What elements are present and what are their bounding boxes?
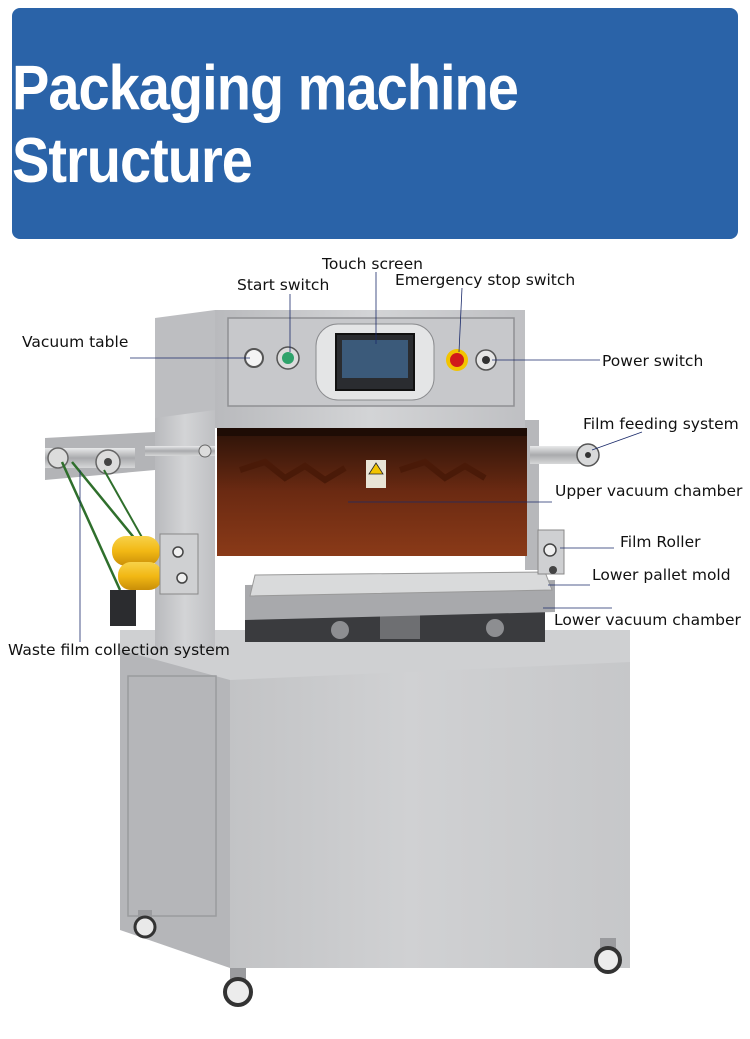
base-cabinet: [120, 630, 630, 968]
label-touch-screen: Touch screen: [322, 255, 423, 273]
film-feeding-system: [530, 443, 600, 467]
waste-film-collection-system: [45, 432, 215, 626]
label-vacuum-table: Vacuum table: [22, 333, 129, 351]
power-switch: [475, 349, 497, 371]
upper-vacuum-chamber: [217, 428, 527, 556]
touch-screen: [335, 333, 415, 391]
label-lower-vacuum-chamber: Lower vacuum chamber: [554, 611, 741, 629]
page-title: Packaging machine Structure: [12, 51, 519, 196]
label-start-switch: Start switch: [237, 276, 330, 294]
label-emergency-stop-switch: Emergency stop switch: [395, 271, 576, 289]
label-power-switch: Power switch: [602, 352, 704, 370]
leader-lines: [79, 272, 643, 642]
title-banner: Packaging machine Structure: [12, 8, 738, 239]
label-film-roller: Film Roller: [620, 533, 701, 551]
label-lower-pallet-mold: Lower pallet mold: [592, 566, 731, 584]
emergency-stop-switch: [446, 349, 468, 371]
label-film-feeding-system: Film feeding system: [583, 415, 739, 433]
start-switch: [276, 346, 300, 370]
caster-wheels: [133, 910, 622, 1007]
label-upper-vacuum-chamber: Upper vacuum chamber: [555, 482, 743, 500]
label-waste-film-collection-system: Waste film collection system: [8, 641, 230, 659]
lower-pallet-mold: [249, 571, 553, 597]
film-roller: [537, 529, 565, 575]
